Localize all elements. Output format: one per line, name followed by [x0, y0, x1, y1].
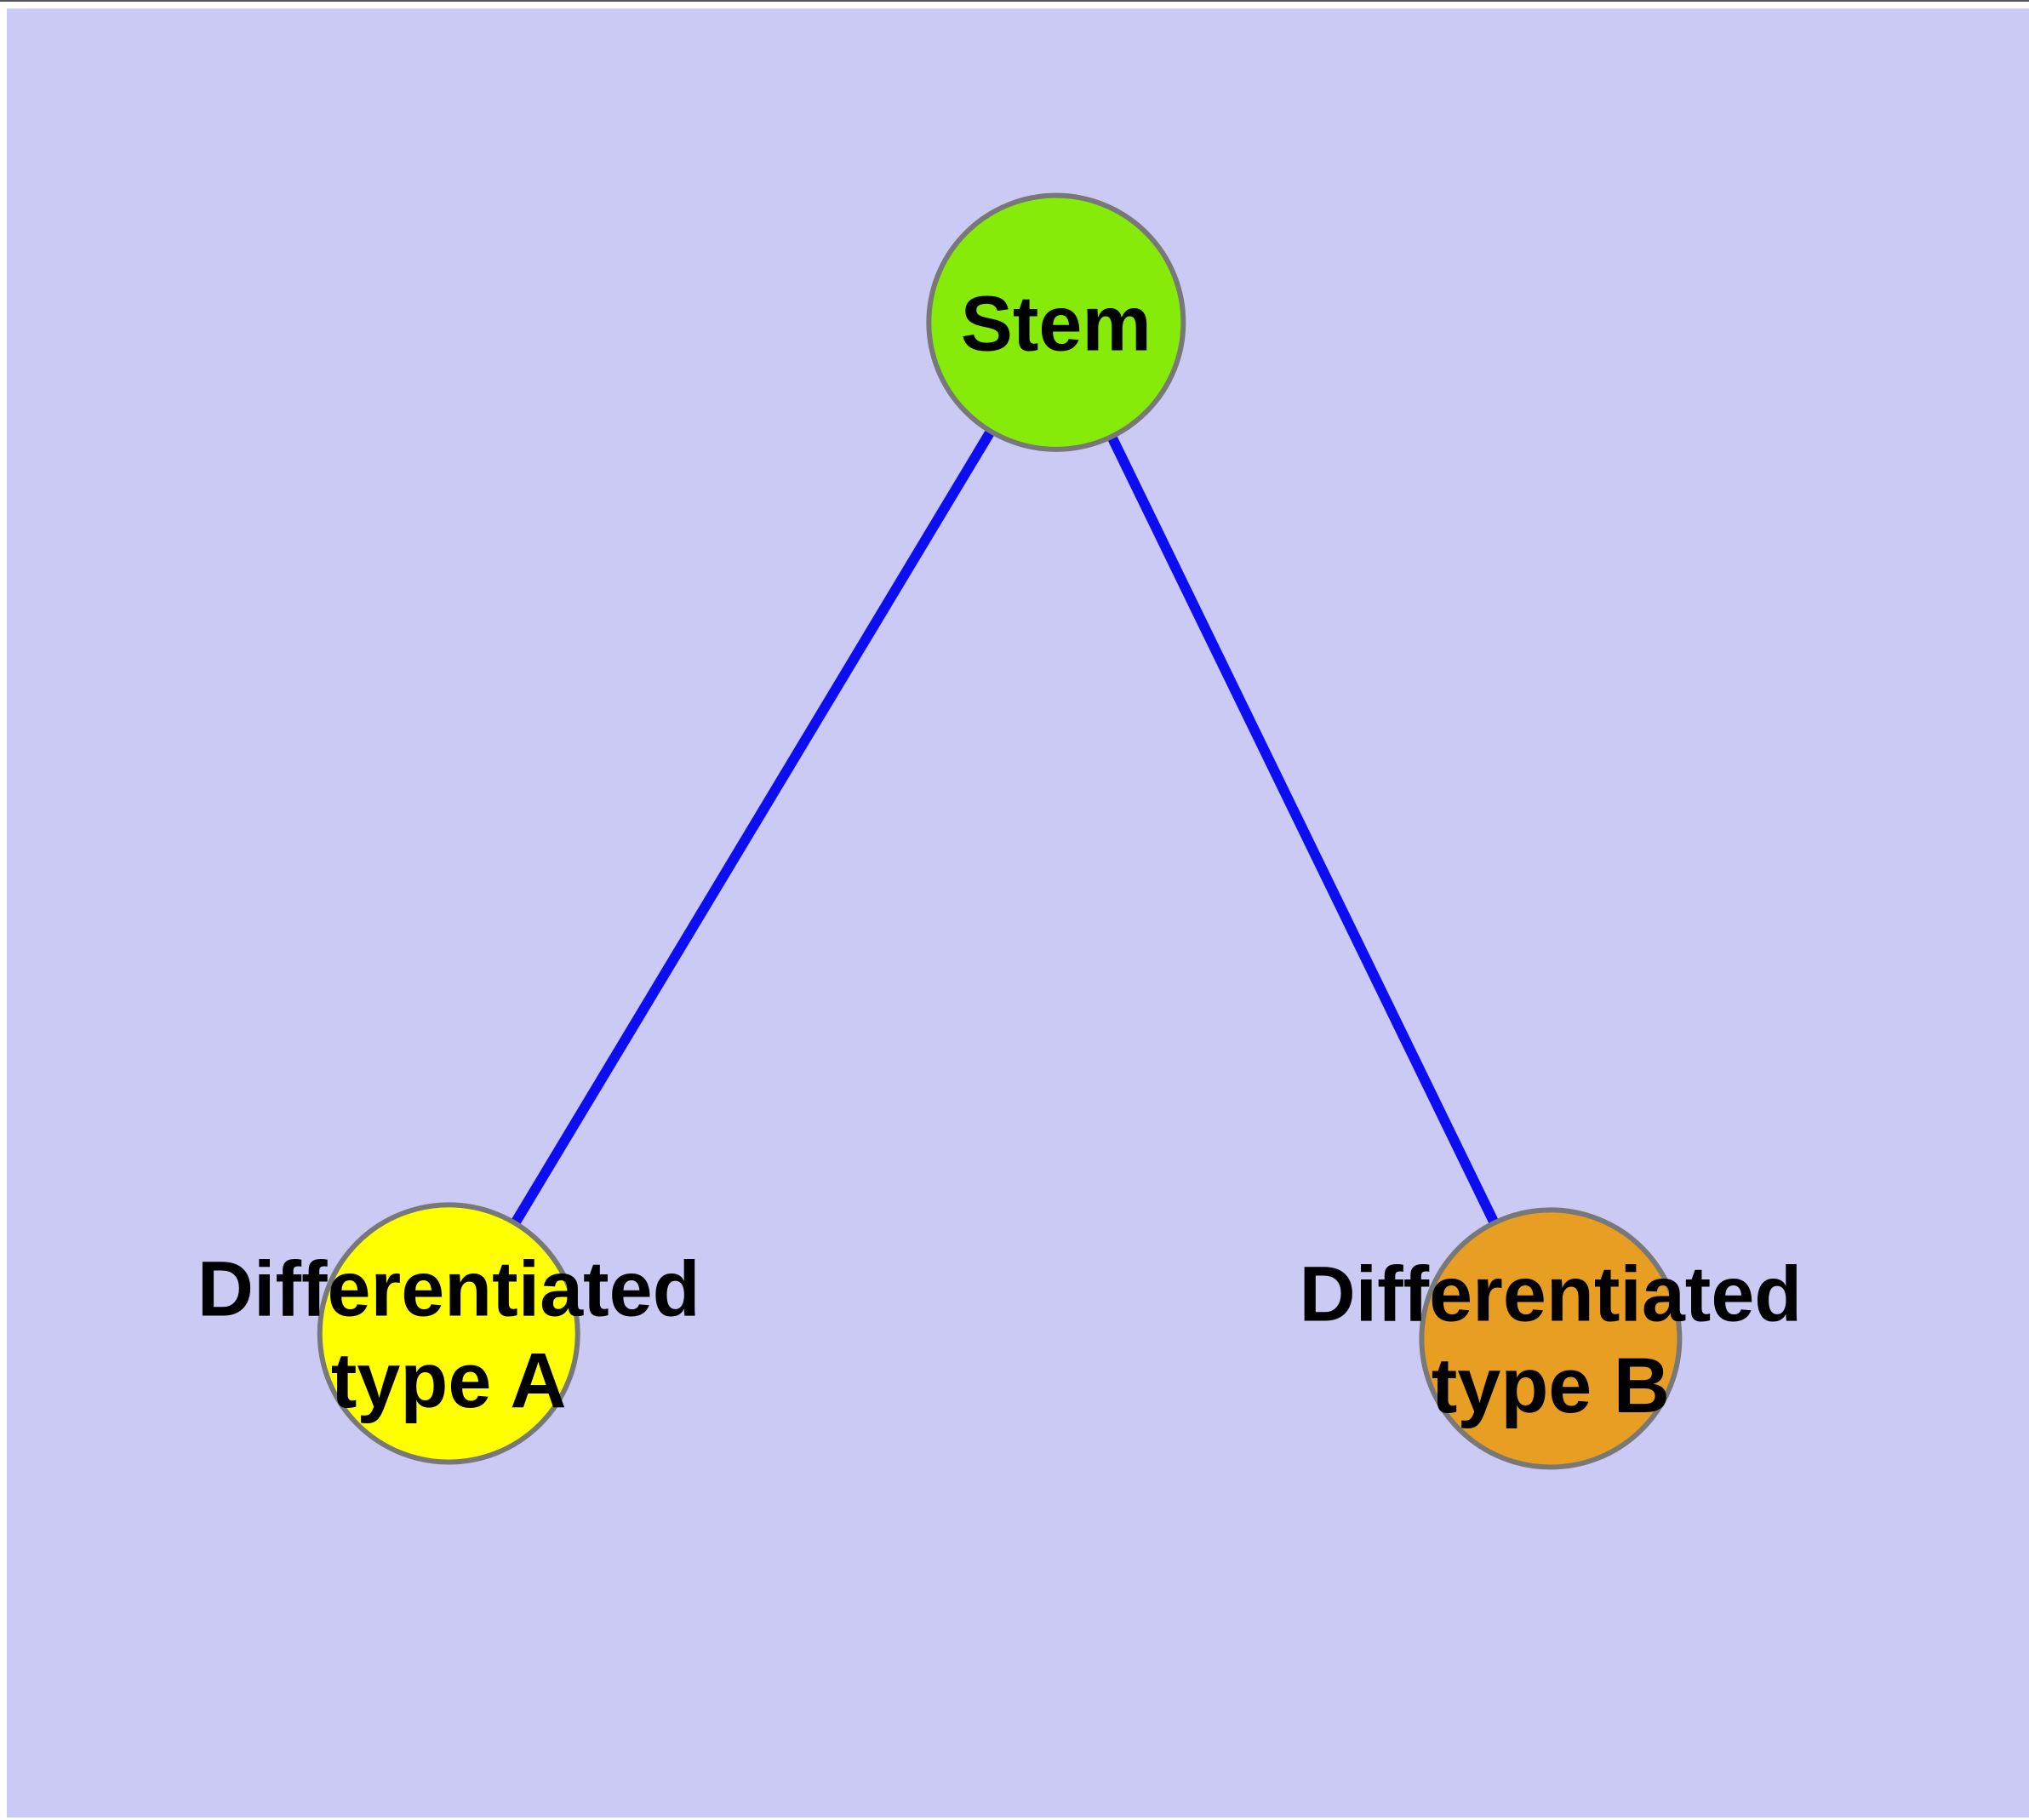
edge-stem-type-b: [1051, 320, 1556, 1342]
node-type-a-circle: [317, 1202, 580, 1465]
nodes-layer: [317, 192, 1683, 1470]
node-type-b-circle: [1419, 1207, 1683, 1470]
node-type-a-label-line-1: type A: [331, 1337, 567, 1424]
edge-stem-type-a: [444, 319, 1060, 1336]
node-type-b-label-line-0: Differentiated: [1299, 1251, 1802, 1338]
node-stem-label: Stem: [961, 281, 1152, 368]
node-type-b-label-line-1: type B: [1432, 1342, 1670, 1429]
edges-layer: [444, 319, 1556, 1342]
node-stem-label-line-0: Stem: [961, 281, 1152, 368]
node-stem-circle: [926, 192, 1186, 452]
window-top-edge: [0, 0, 2029, 2]
node-type-a-label-line-0: Differentiated: [197, 1246, 700, 1333]
